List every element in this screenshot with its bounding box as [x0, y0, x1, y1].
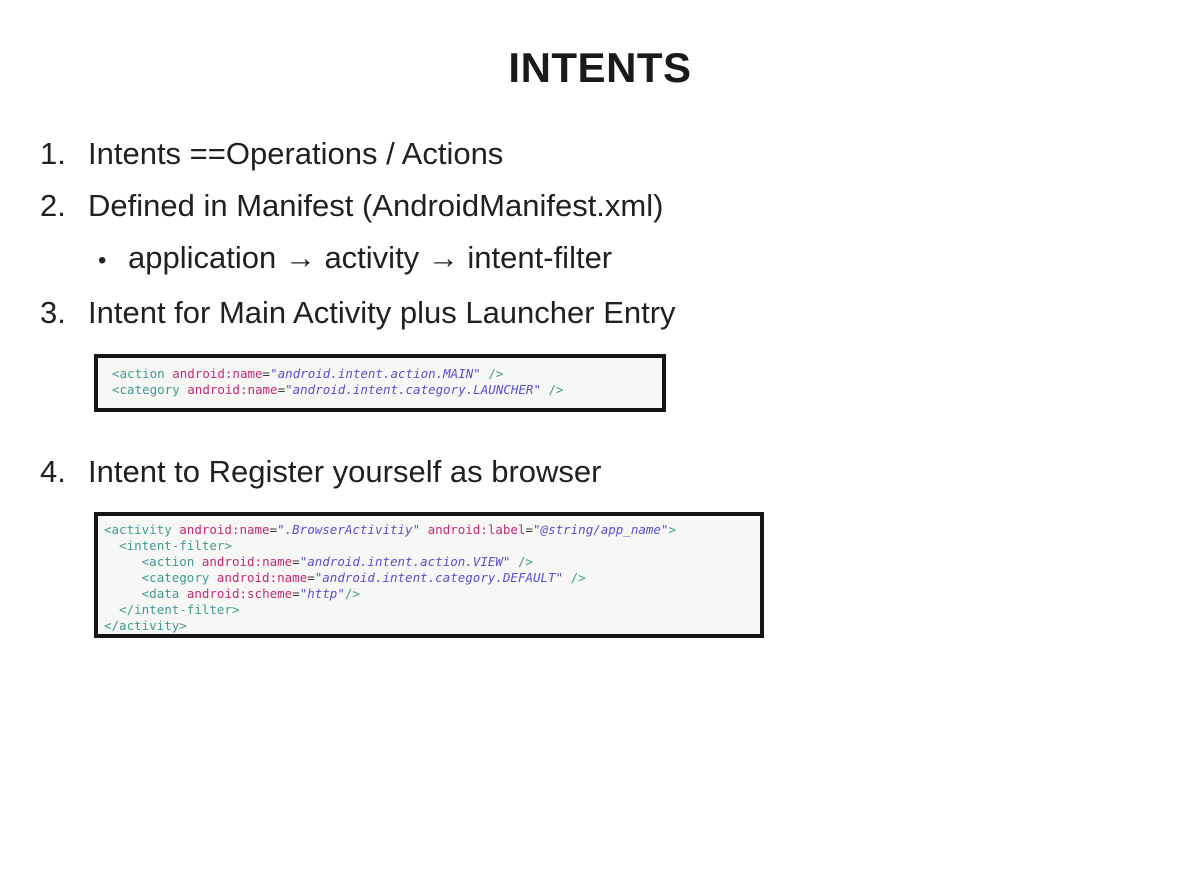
code-token-str: ".BrowserActivitiy" — [277, 522, 421, 537]
code-token-attr: android:name — [216, 570, 308, 585]
code-token-eq: = — [262, 366, 271, 381]
code-token-plain — [194, 554, 202, 569]
list-item-2-label: Defined in Manifest (AndroidManifest.xml… — [88, 188, 664, 223]
sub-bullet-label: application → activity → intent-filter — [128, 240, 613, 275]
list-item-3-label: Intent for Main Activity plus Launcher E… — [88, 295, 676, 330]
content-list: 1. Intents ==Operations / Actions 2. Def… — [40, 128, 1150, 339]
code-token-attr: android:name — [179, 522, 270, 537]
list-item-2-number: 2. — [40, 188, 66, 223]
code-token-tag: <action — [112, 366, 165, 381]
code-token-plain — [104, 602, 119, 617]
code-token-punct: > — [668, 522, 677, 537]
code-token-attr: android:name — [172, 366, 263, 381]
code-token-tag: <data — [141, 586, 180, 601]
code-token-attr: android:label — [427, 522, 526, 537]
code-token-eq: = — [307, 570, 315, 585]
code-line: <intent-filter> — [104, 538, 760, 554]
code-token-attr: android:scheme — [186, 586, 293, 601]
list-item-1-label: Intents ==Operations / Actions — [88, 136, 504, 171]
code-token-punct: /> — [488, 366, 504, 381]
code-token-plain — [510, 554, 518, 569]
sub-bullet-item: • application → activity → intent-filter — [40, 232, 1150, 287]
code-token-str: "android.intent.action.VIEW" — [299, 554, 511, 569]
code-line: <activity android:name=".BrowserActiviti… — [104, 522, 760, 538]
code-token-eq: = — [292, 554, 300, 569]
code-token-punct: /> — [570, 570, 586, 585]
code-token-plain — [104, 586, 142, 601]
code-line: <data android:scheme="http"/> — [104, 586, 760, 602]
code-snippet-main-launcher: <action android:name="android.intent.act… — [94, 354, 666, 412]
code-token-str: "android.intent.category.LAUNCHER" — [285, 382, 541, 397]
code-token-tag: <activity — [104, 522, 172, 537]
code-line: <category android:name="android.intent.c… — [104, 570, 760, 586]
code-token-plain — [541, 382, 549, 397]
code-token-tag: </intent-filter> — [119, 602, 240, 617]
code-token-plain — [209, 570, 217, 585]
code-line: <action android:name="android.intent.act… — [104, 554, 760, 570]
bullet-icon: • — [98, 247, 107, 274]
code-line: <action android:name="android.intent.act… — [112, 366, 662, 382]
code-token-tag: <category — [112, 382, 180, 397]
code-token-str: "android.intent.action.MAIN" — [270, 366, 481, 381]
code-token-plain — [104, 554, 142, 569]
code-token-attr: android:name — [187, 382, 278, 397]
code-token-tag: <category — [141, 570, 210, 585]
code-token-attr: android:name — [201, 554, 293, 569]
code-token-eq: = — [269, 522, 278, 537]
code-token-plain — [104, 570, 142, 585]
code-line: <category android:name="android.intent.c… — [112, 382, 662, 398]
content-list-continued: 4. Intent to Register yourself as browse… — [40, 446, 1150, 498]
code-token-tag: </activity> — [104, 618, 187, 633]
code-token-tag: <action — [141, 554, 195, 569]
code-line: </intent-filter> — [104, 602, 760, 618]
code-token-str: "@string/app_name" — [533, 522, 669, 537]
list-item-2: 2. Defined in Manifest (AndroidManifest.… — [40, 180, 1150, 232]
code-token-tag: <intent-filter> — [119, 538, 232, 553]
code-line: </activity> — [104, 618, 760, 634]
code-token-punct: /> — [517, 554, 534, 569]
code-token-eq: = — [525, 522, 534, 537]
page-title: INTENTS — [508, 44, 692, 91]
list-item-3-number: 3. — [40, 295, 66, 330]
code-token-plain — [420, 522, 428, 537]
list-item-4-label: Intent to Register yourself as browser — [88, 454, 602, 489]
list-item-4: 4. Intent to Register yourself as browse… — [40, 446, 1150, 498]
code-snippet-browser-intent: <activity android:name=".BrowserActiviti… — [94, 512, 764, 638]
list-item-1: 1. Intents ==Operations / Actions — [40, 128, 1150, 180]
code-token-punct: /> — [344, 586, 360, 601]
list-item-4-number: 4. — [40, 454, 66, 489]
code-token-plain — [179, 586, 187, 601]
code-token-str: "http" — [299, 586, 345, 601]
code-token-plain — [563, 570, 571, 585]
code-token-punct: /> — [548, 382, 564, 397]
list-item-1-number: 1. — [40, 136, 66, 171]
code-token-str: "android.intent.category.DEFAULT" — [314, 570, 564, 585]
code-token-eq: = — [292, 586, 300, 601]
code-token-eq: = — [277, 382, 286, 397]
list-item-3: 3. Intent for Main Activity plus Launche… — [40, 287, 1150, 339]
code-token-plain — [104, 538, 119, 553]
